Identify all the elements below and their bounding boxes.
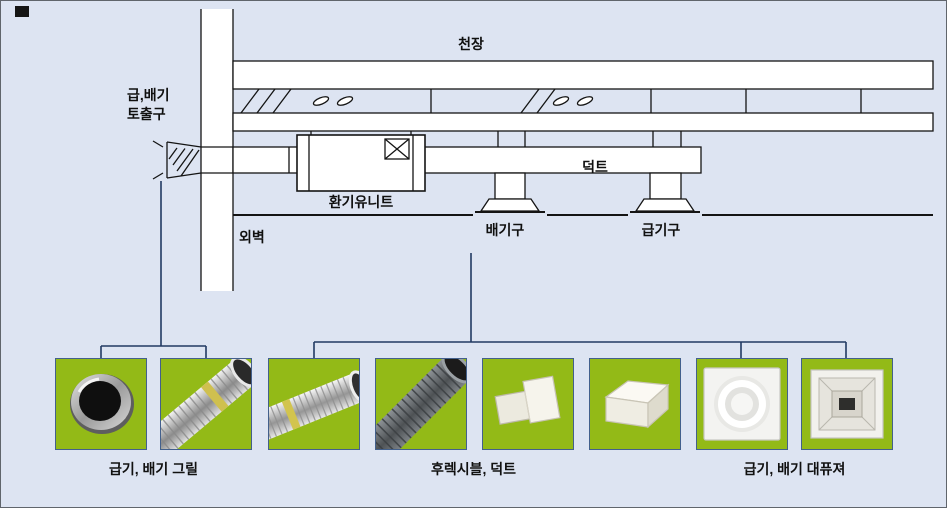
exhaust-diffuser-shape xyxy=(479,198,541,212)
outlet-label-line1: 급,배기 xyxy=(127,87,170,103)
exhaust-elbow-shape xyxy=(494,172,526,200)
supply-vent-label: 급기구 xyxy=(641,222,681,238)
tile-corrugated-duct xyxy=(375,358,467,450)
round-diffuser-photo xyxy=(703,367,781,441)
outer-wall-label: 외벽 xyxy=(239,229,265,245)
round-grille-photo xyxy=(70,374,134,434)
corrugated-duct-photo xyxy=(376,359,466,449)
tile-round-grille xyxy=(55,358,147,450)
group-label-flexible-duct: 후렉시블, 덕트 xyxy=(430,461,517,477)
tile-square-diffuser xyxy=(801,358,893,450)
anchor-bolts xyxy=(312,96,594,106)
ceiling-slab-shape xyxy=(232,60,934,90)
flexible-duct-photo xyxy=(269,370,359,443)
tile-flex-duct-1 xyxy=(160,358,252,450)
outlet-hood-shape xyxy=(152,140,202,180)
duct-label: 덕트 xyxy=(582,159,608,175)
tile-round-diffuser xyxy=(696,358,788,450)
outlet-label: 급,배기 토출구 xyxy=(127,86,170,124)
ceiling-frame-shape xyxy=(232,112,934,132)
group-label-grille: 급기, 배기 그릴 xyxy=(109,461,198,477)
exhaust-vent-label: 배기구 xyxy=(485,222,525,238)
connector-lines xyxy=(100,181,847,358)
flexible-duct-photo xyxy=(161,359,251,449)
elbow-fitting-photo xyxy=(494,375,561,425)
vent-unit-label: 환기유니트 xyxy=(328,194,394,210)
square-diffuser-photo xyxy=(810,369,884,439)
tile-duct-box xyxy=(589,358,681,450)
ceiling-label: 천장 xyxy=(458,36,484,52)
supply-elbow-shape xyxy=(649,172,682,200)
duct-box-photo xyxy=(604,380,670,429)
tile-flex-duct-2 xyxy=(268,358,360,450)
tile-elbow-fitting xyxy=(482,358,574,450)
corner-marker xyxy=(15,6,29,17)
group-label-diffuser: 급기, 배기 대퓨져 xyxy=(743,461,846,477)
outlet-label-line2: 토출구 xyxy=(127,106,166,122)
line-drawing xyxy=(152,9,934,291)
supply-diffuser-shape xyxy=(634,198,696,212)
